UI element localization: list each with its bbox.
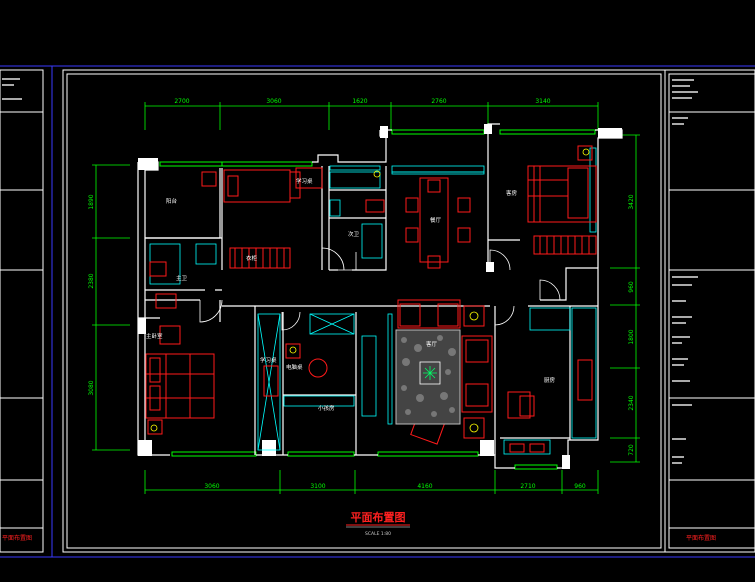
label-study: 学习桌 <box>296 177 313 185</box>
label-kids-room: 小孩房 <box>318 404 335 412</box>
left-stamp-text: 平面布置图 <box>2 534 32 542</box>
doors <box>199 247 561 331</box>
label-master-bath: 主卫 <box>176 274 188 282</box>
dimension-labels: 2700 3060 1620 2760 3140 3060 3100 4160 … <box>174 98 586 490</box>
drawing-title: 平面布置图 <box>351 510 406 524</box>
dim-left-3: 3080 <box>88 380 95 395</box>
lamps <box>150 148 590 433</box>
label-second-bath: 次卫 <box>348 230 360 238</box>
dim-top-4: 2760 <box>431 98 446 105</box>
main-drawing-frame <box>62 69 666 553</box>
dimension-lines <box>92 102 640 494</box>
dim-bottom-1: 3060 <box>204 483 219 490</box>
fixtures <box>149 147 597 455</box>
label-balcony: 阳台 <box>166 197 178 205</box>
dimension-labels-vertical: 1890 2380 3080 3420 960 1800 2340 720 <box>88 194 635 456</box>
dim-top-2: 3060 <box>266 98 281 105</box>
label-living: 客厅 <box>426 340 438 348</box>
furniture <box>145 145 597 453</box>
dim-bottom-5: 960 <box>574 483 586 490</box>
dim-right-4: 2340 <box>628 395 635 410</box>
dim-right-3: 1800 <box>628 329 635 344</box>
dim-bottom-2: 3100 <box>310 483 325 490</box>
label-desk: 学习桌 <box>260 356 277 364</box>
viewport-frames <box>0 65 755 558</box>
dim-right-5: 720 <box>628 444 635 456</box>
dim-right-2: 960 <box>628 281 635 293</box>
label-computer: 电脑桌 <box>286 363 303 371</box>
right-stamp-text: 平面布置图 <box>686 534 716 542</box>
dim-left-2: 2380 <box>88 273 95 288</box>
label-guest-bed: 客房 <box>506 189 518 197</box>
title-block-text-lines <box>672 79 698 464</box>
plants <box>423 366 437 380</box>
dim-top-1: 2700 <box>174 98 189 105</box>
label-kitchen: 厨房 <box>544 376 556 384</box>
living-rug <box>395 329 461 425</box>
dim-top-3: 1620 <box>352 98 367 105</box>
drawing-scale: SCALE 1:80 <box>365 531 391 537</box>
dim-right-1: 3420 <box>628 194 635 209</box>
dim-left-1: 1890 <box>88 194 95 209</box>
dim-bottom-3: 4160 <box>417 483 432 490</box>
label-dining: 餐厅 <box>430 216 442 224</box>
dim-bottom-4: 2710 <box>520 483 535 490</box>
right-title-block <box>664 69 755 553</box>
label-master-bed: 主卧室 <box>146 332 163 340</box>
dim-top-5: 3140 <box>535 98 550 105</box>
left-title-block <box>0 69 44 553</box>
label-wardrobe: 衣柜 <box>246 254 258 262</box>
room-labels: 阳台 学习桌 衣柜 次卫 餐厅 主卫 客房 主卧室 学习桌 电脑桌 小孩房 客厅… <box>146 177 556 412</box>
